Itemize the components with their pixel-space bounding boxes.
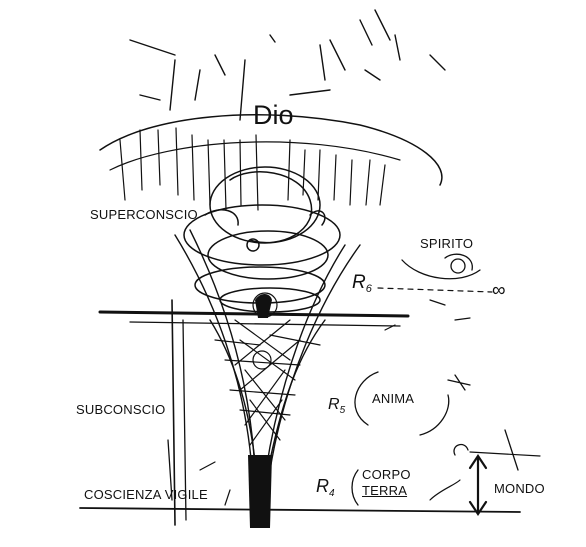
anima-curve bbox=[354, 371, 471, 436]
funnel-scribble bbox=[214, 292, 321, 446]
r5-subscript: 5 bbox=[339, 405, 346, 416]
label-coscienza-vigile: COSCIENZA VIGILE bbox=[84, 487, 208, 502]
r6-letter: R bbox=[352, 272, 366, 293]
title-dio: Dio bbox=[253, 100, 294, 130]
label-r5: R5 bbox=[328, 396, 345, 416]
r4-letter: R bbox=[316, 476, 329, 496]
ground-line bbox=[79, 507, 521, 513]
r4-subscript: 4 bbox=[329, 488, 335, 499]
label-anima: ANIMA bbox=[372, 391, 415, 406]
label-spirito: SPIRITO bbox=[420, 236, 474, 251]
label-r6: R6 bbox=[352, 272, 372, 295]
spiral-loops bbox=[183, 166, 341, 313]
label-r4: R4 bbox=[316, 476, 335, 499]
top-rays bbox=[129, 9, 446, 121]
spirito-swirl bbox=[401, 253, 481, 280]
label-corpo: CORPO bbox=[362, 467, 411, 482]
mondo-arrow bbox=[468, 454, 488, 516]
label-subconscio: SUBCONSCIO bbox=[76, 402, 166, 417]
left-vertical-line bbox=[171, 299, 176, 526]
r6-subscript: 6 bbox=[365, 283, 372, 295]
label-terra: TERRA bbox=[362, 483, 408, 498]
horizontal-divider bbox=[98, 310, 410, 318]
funnel-sides bbox=[174, 229, 361, 471]
vertical-hatch bbox=[119, 127, 386, 211]
r6-dashed-line bbox=[377, 287, 493, 293]
label-mondo: MONDO bbox=[494, 481, 545, 496]
corpo-curve bbox=[351, 469, 359, 506]
funnel-stem bbox=[248, 455, 272, 528]
label-superconscio: SUPERCONSCIO bbox=[90, 207, 198, 222]
label-infinity: ∞ bbox=[492, 280, 506, 301]
heaven-arc bbox=[99, 114, 443, 186]
r5-letter: R bbox=[328, 396, 340, 413]
